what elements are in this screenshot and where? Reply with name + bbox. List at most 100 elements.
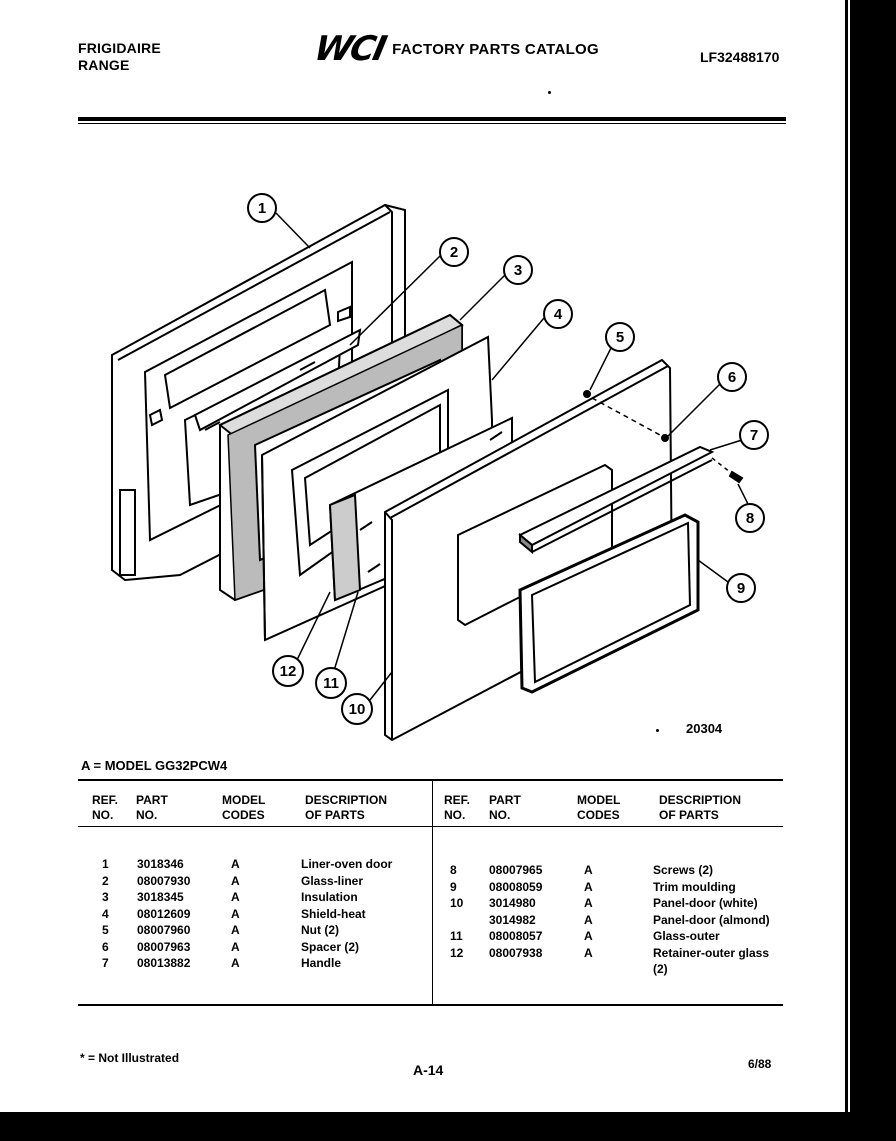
table-cell-code: A [584, 879, 593, 894]
left-desc-column: Liner-oven door Glass-liner Insulation S… [301, 856, 392, 972]
callout-6: 6 [728, 369, 736, 386]
table-cell-code: A [231, 873, 240, 888]
table-top-rule [78, 779, 783, 781]
right-desc-column: Screws (2) Trim moulding Panel-door (whi… [653, 862, 770, 978]
table-cell-code: A [584, 929, 593, 943]
catalog-number: LF32488170 [700, 49, 780, 65]
col-part-line2: NO. [136, 808, 158, 822]
callout-1: 1 [258, 200, 266, 217]
table-cell-code: A [231, 956, 240, 970]
table-cell-code: A [231, 906, 240, 921]
table-cell-part: 08007963 [137, 939, 191, 954]
table-cell-code: A [231, 890, 240, 904]
table-cell-desc: Shield-heat [301, 906, 366, 921]
right-code-column: A A A A A A [584, 862, 593, 961]
scan-border-bottom [0, 1112, 896, 1141]
model-label: A = MODEL GG32PCW4 [81, 758, 228, 773]
table-cell-part: 08007930 [137, 873, 191, 888]
table-cell-code: A [584, 863, 593, 877]
callout-10: 10 [349, 701, 366, 718]
table-cell-part: 08007965 [489, 863, 543, 877]
header-brand-block: FRIGIDAIRE RANGE [78, 40, 161, 74]
table-cell-part: 08013882 [137, 956, 191, 970]
table-cell-desc: Retainer-outer glass [653, 945, 770, 960]
scan-border-right-inner [845, 0, 848, 1112]
col-part-right: PART NO. [489, 793, 521, 823]
table-cell-part: 08012609 [137, 906, 191, 921]
table-cell-desc: Trim moulding [653, 879, 736, 894]
figure-id: 20304 [686, 721, 723, 736]
table-cell-desc: Liner-oven door [301, 857, 393, 871]
product-name: RANGE [78, 57, 130, 73]
table-cell-ref: 5 [102, 923, 109, 937]
left-part-column: 3018346 08007930 3018345 08012609 080079… [137, 856, 190, 972]
table-cell-code: A [231, 923, 240, 937]
leader-lines [275, 212, 751, 701]
wci-logo: WCI [310, 29, 389, 69]
col-desc-line1: DESCRIPTION [659, 793, 742, 807]
callout-circles [247, 193, 769, 725]
callout-12: 12 [280, 663, 297, 680]
col-part-left: PART NO. [136, 793, 168, 823]
scan-speck [548, 91, 551, 94]
table-cell-desc: Panel-door (white) [653, 896, 758, 910]
table-cell-ref: 12 [450, 945, 464, 960]
table-cell-ref: 2 [102, 873, 109, 888]
callout-5: 5 [616, 329, 624, 346]
table-cell-part: 08007938 [489, 945, 543, 960]
table-cell-part: 3014982 [489, 912, 536, 927]
table-cell-code: A [584, 912, 593, 927]
col-ref-line2: NO. [92, 808, 114, 822]
callout-9: 9 [737, 580, 745, 597]
right-part-column: 08007965 08008059 3014980 3014982 080080… [489, 862, 542, 961]
table-cell-part: 08007960 [137, 923, 191, 937]
right-ref-column: 8 9 10 11 12 [450, 862, 463, 961]
table-cell-ref [450, 912, 463, 929]
table-cell-code: A [584, 945, 593, 960]
table-divider [432, 780, 433, 1004]
callout-4: 4 [554, 306, 563, 323]
table-cell-code: A [231, 857, 240, 871]
exploded-door-diagram: 1 2 3 4 5 6 7 8 9 10 11 12 [111, 193, 769, 742]
table-cell-desc: Glass-liner [301, 873, 364, 888]
col-model-right: MODEL CODES [577, 793, 620, 823]
table-cell-ref: 11 [450, 929, 463, 943]
table-cell-desc: Handle [301, 956, 342, 970]
table-cell-part: 08008057 [489, 929, 543, 943]
part-glass-liner [193, 328, 362, 432]
table-cell-ref: 1 [102, 857, 109, 871]
col-ref-line2: NO. [444, 808, 466, 822]
table-cell-code: A [231, 939, 240, 954]
table-bottom-rule [78, 1004, 783, 1006]
col-ref-line1: REF. [444, 793, 471, 807]
not-illustrated-note: * = Not Illustrated [80, 1051, 180, 1065]
table-cell-ref: 8 [450, 863, 457, 877]
table-cell-part: 3018345 [137, 890, 184, 904]
table-cell-ref: 6 [102, 939, 109, 954]
table-cell-part: 08008059 [489, 879, 543, 894]
scan-border-right [850, 0, 896, 1112]
table-cell-ref: 9 [450, 879, 457, 894]
table-cell-part: 3014980 [489, 896, 536, 910]
col-ref-line1: REF. [92, 793, 119, 807]
callout-11: 11 [323, 675, 339, 692]
table-cell-desc: Spacer (2) [301, 939, 360, 954]
header-rule [78, 117, 786, 121]
table-cell-ref: 10 [450, 896, 464, 910]
left-code-column: A A A A A A A [231, 856, 240, 972]
col-model-line1: MODEL [222, 793, 266, 807]
part-fasteners [583, 390, 744, 484]
col-part-line1: PART [136, 793, 168, 807]
catalog-date: 6/88 [748, 1057, 772, 1071]
callout-7: 7 [750, 427, 758, 444]
col-model-left: MODEL CODES [222, 793, 265, 823]
table-cell-desc: (2) [653, 962, 668, 976]
col-model-line2: CODES [222, 808, 265, 822]
callout-3: 3 [514, 262, 522, 279]
table-cell-desc: Screws (2) [653, 863, 714, 877]
header-rule-thin [78, 123, 786, 124]
callout-2: 2 [450, 244, 458, 261]
col-desc-left: DESCRIPTION OF PARTS [305, 793, 387, 823]
table-cell-desc: Nut (2) [301, 923, 339, 937]
left-ref-column: 1 2 3 4 5 6 7 [102, 856, 109, 972]
